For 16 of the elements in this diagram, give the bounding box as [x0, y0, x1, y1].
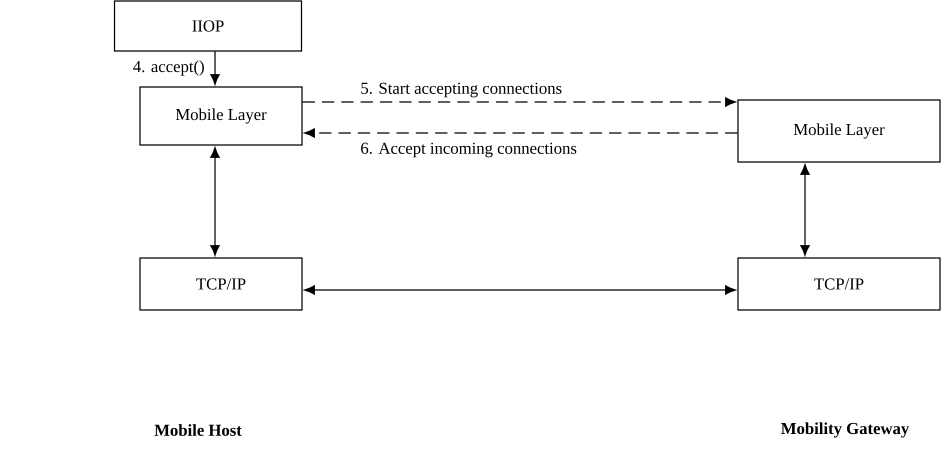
- edge-label: 6. Accept incoming connections: [361, 142, 576, 158]
- arrow: [800, 164, 810, 256]
- caption-label: Mobility Gateway: [781, 422, 910, 438]
- layer-box: Mobile Layer: [737, 99, 941, 163]
- edge-label: 4. accept(): [133, 60, 204, 76]
- arrow: [304, 285, 736, 295]
- caption-label: Mobile Host: [154, 424, 242, 436]
- arrow: [302, 97, 736, 107]
- layer-box: TCP/IP: [139, 257, 303, 311]
- arrow: [210, 52, 220, 85]
- arrow: [304, 128, 738, 138]
- layer-box: IIOP: [114, 0, 302, 52]
- arrow: [210, 147, 220, 256]
- layer-box: TCP/IP: [737, 257, 941, 311]
- edge-label: 5. Start accepting connections: [361, 82, 562, 98]
- layer-box: Mobile Layer: [139, 86, 303, 146]
